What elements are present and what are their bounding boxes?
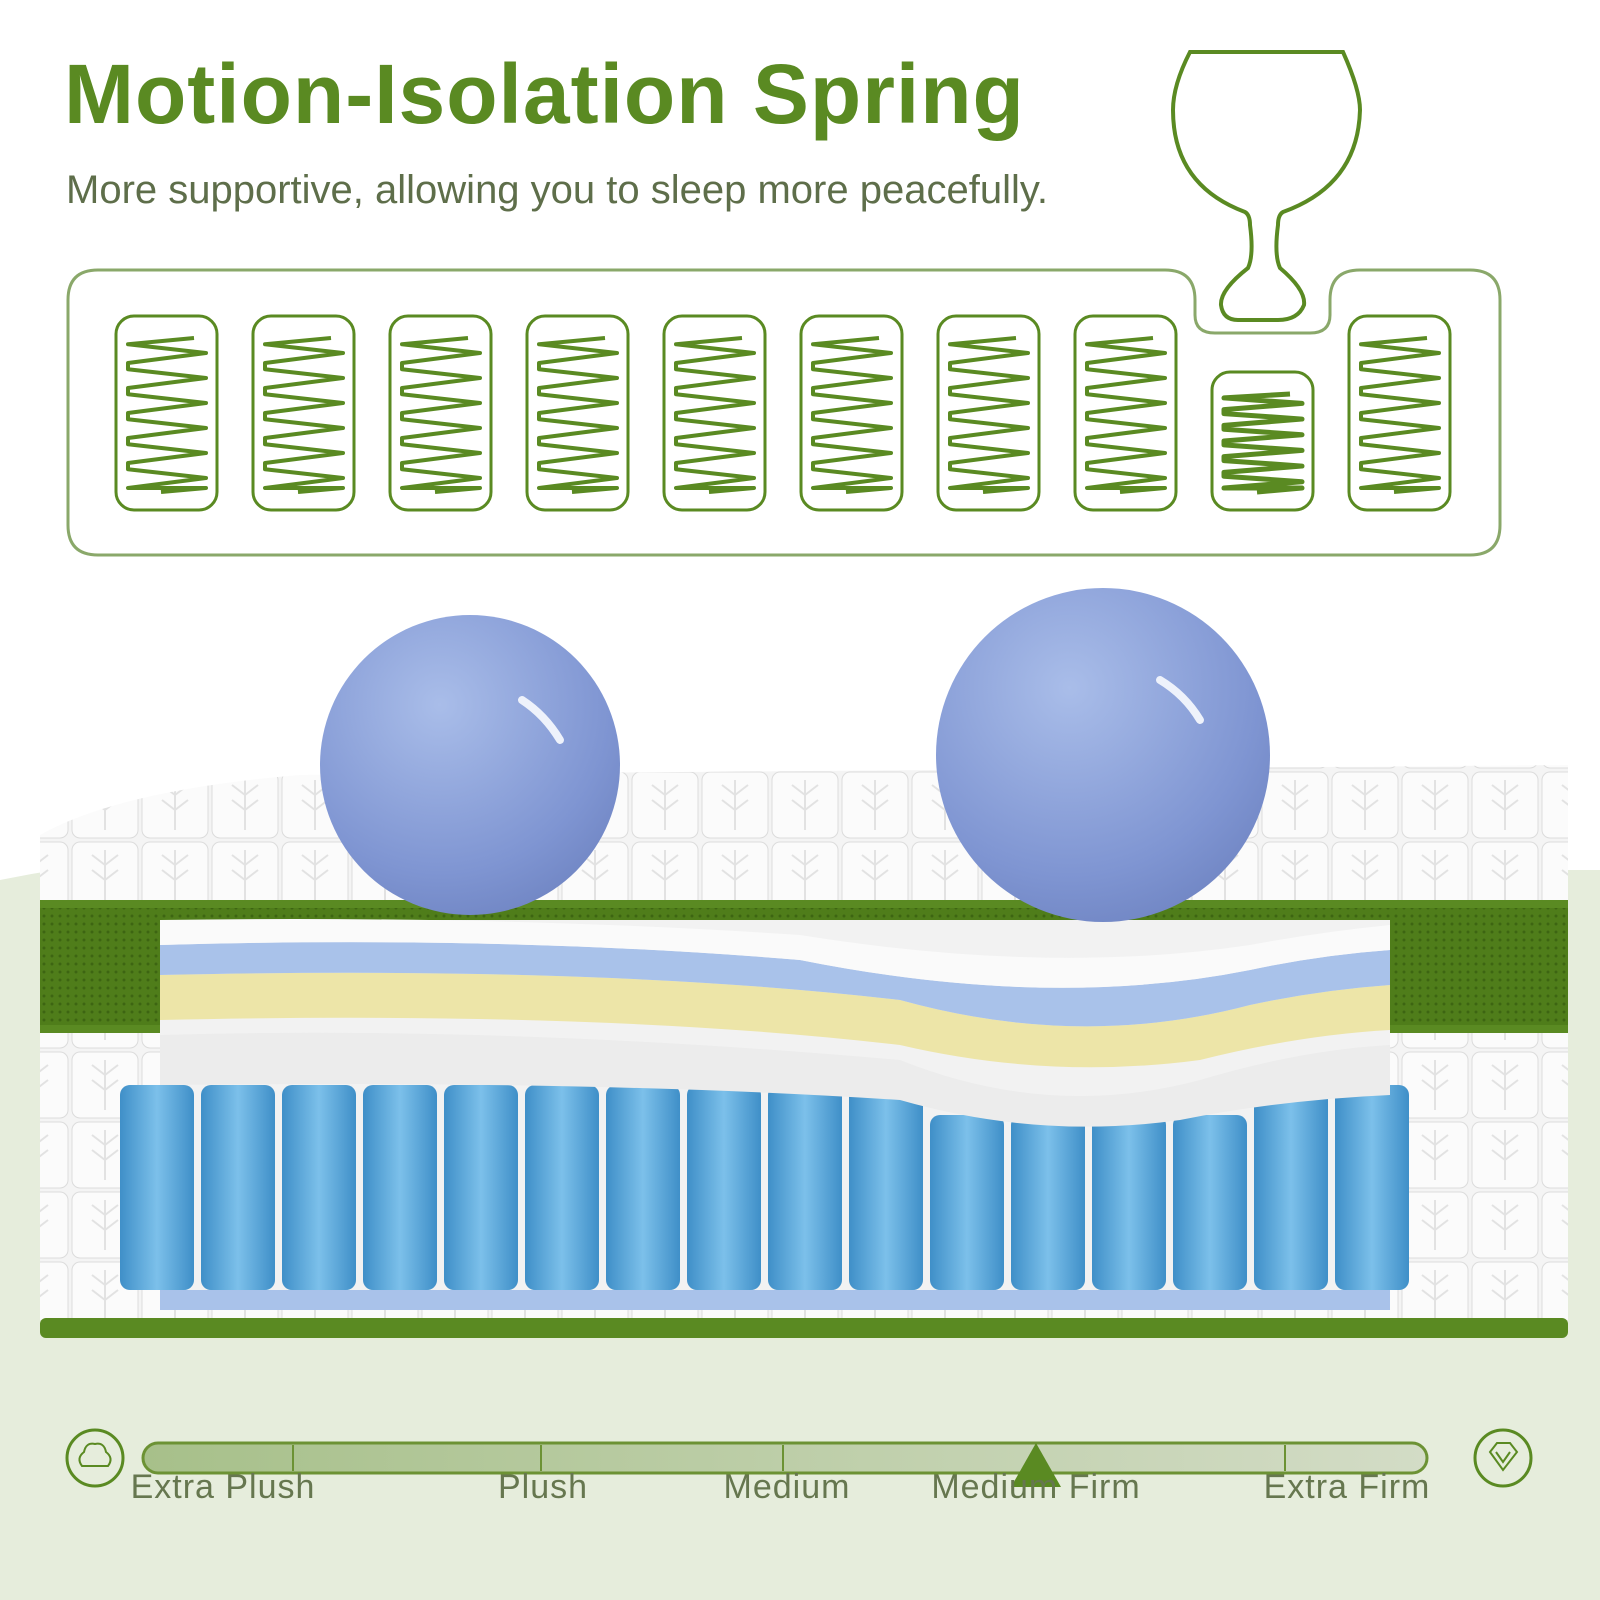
spring-icon [388,314,493,512]
page-title: Motion-Isolation Spring [64,47,1025,141]
pocket-coil [930,1115,1004,1290]
spring-coil [1085,336,1167,494]
firmness-label: Medium [723,1468,851,1506]
layer-blue [160,942,1390,1027]
ball-icon [320,615,620,915]
spring-coil [1359,336,1441,494]
pocket-coil [201,1085,275,1290]
page-subtitle: More supportive, allowing you to sleep m… [66,168,1048,212]
firmness-bar[interactable] [141,1441,1429,1475]
spring-icon [1210,370,1315,512]
spring-icon [936,314,1041,512]
spring-coil [674,336,756,494]
firmness-scale [65,1428,1533,1488]
firmness-label: Extra Plush [130,1468,316,1506]
spring-coil [537,336,619,494]
cloud-icon [65,1428,125,1488]
spring-coil [1221,391,1305,495]
pocket-coil [768,1085,842,1290]
pocket-coil [363,1085,437,1290]
pocket-coil [1335,1085,1409,1290]
spring-coil [400,336,482,494]
firmness-label: Extra Firm [1263,1468,1431,1506]
spring-coil [263,336,345,494]
spring-frame [66,268,1502,557]
pocket-coil [525,1085,599,1290]
spring-icon [525,314,630,512]
pocket-coil [1173,1115,1247,1290]
firmness-marker [1011,1443,1061,1487]
pocket-coil [1254,1085,1328,1290]
spring-icon [1347,314,1452,512]
pocket-coil [120,1085,194,1290]
spring-icon [1073,314,1178,512]
spring-coil [811,336,893,494]
mattress-top [40,765,1568,905]
layer-top-white [160,919,1390,988]
firmness-label: Medium Firm [931,1468,1141,1506]
pocket-coil [444,1085,518,1290]
wine-glass-icon [1170,50,1363,322]
pocket-coil [606,1085,680,1290]
pocket-coil [1011,1115,1085,1290]
spring-icon [251,314,356,512]
layer-yellow [160,972,1390,1068]
pocket-coil [849,1085,923,1290]
layer-white [160,1032,1390,1127]
pocket-coil [687,1085,761,1290]
diamond-icon [1473,1428,1533,1488]
pocket-coil [1092,1115,1166,1290]
spring-icon [662,314,767,512]
spring-coil [948,336,1030,494]
pocket-coil [282,1085,356,1290]
spring-icon [799,314,904,512]
spring-coil [126,336,208,494]
ball-icon [936,588,1270,922]
spring-icon [114,314,219,512]
firmness-label: Plush [497,1468,589,1506]
